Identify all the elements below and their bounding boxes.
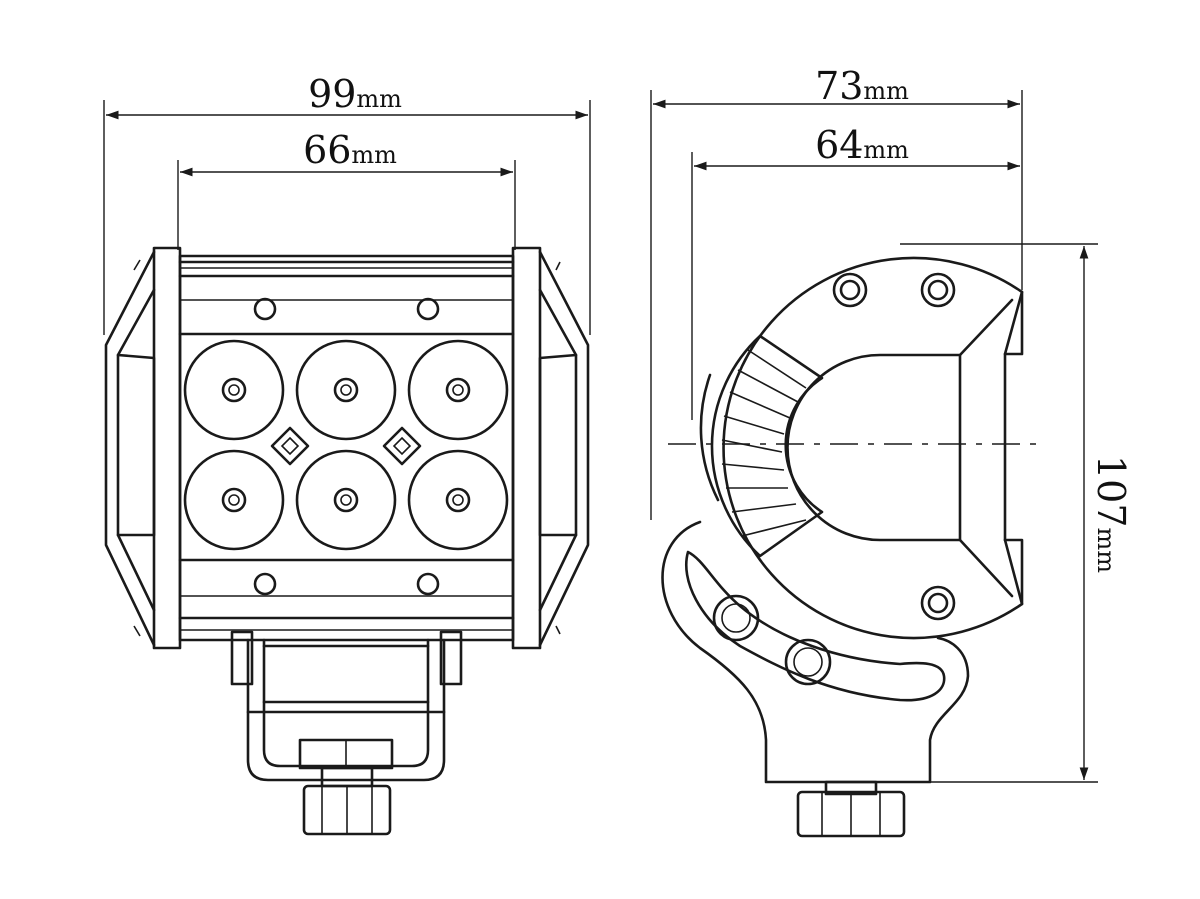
dimension-overall-depth: 73mm	[653, 64, 1020, 109]
dim-value: 66	[303, 128, 351, 172]
led-lens	[183, 339, 285, 441]
svg-text:64mm: 64mm	[815, 123, 909, 167]
led-lens	[407, 449, 509, 551]
svg-text:107mm: 107mm	[1089, 455, 1133, 573]
svg-text:99mm: 99mm	[308, 72, 402, 116]
mount-bracket	[230, 630, 463, 782]
side-mount-bracket	[661, 520, 970, 784]
side-view: 73mm 64mm 107mm	[650, 64, 1133, 838]
dim-value: 107	[1089, 455, 1133, 528]
housing	[178, 254, 515, 642]
dimension-overall-width: 99mm	[106, 72, 588, 120]
screw-heads	[253, 297, 440, 596]
side-screws	[832, 272, 956, 621]
led-lens	[407, 339, 509, 441]
svg-text:66mm: 66mm	[303, 128, 397, 172]
dim-value: 73	[815, 64, 863, 108]
dim-value: 99	[308, 72, 356, 116]
led-lenses	[183, 339, 509, 551]
front-view: 99mm 66mm	[103, 72, 591, 836]
right-bracket	[511, 246, 590, 650]
side-nut	[796, 780, 906, 838]
side-housing	[722, 256, 1024, 640]
dim-unit: mm	[351, 141, 397, 169]
dim-unit: mm	[863, 136, 909, 164]
dim-value: 64	[815, 123, 863, 167]
dimension-overall-height: 107mm	[1079, 246, 1133, 780]
left-bracket	[104, 246, 182, 650]
nut	[302, 766, 392, 836]
dimension-lens-width: 66mm	[180, 128, 513, 177]
dimension-housing-depth: 64mm	[694, 123, 1020, 171]
dim-unit: mm	[863, 77, 909, 105]
heatsink-fins	[699, 334, 824, 558]
dim-unit: mm	[1092, 528, 1120, 574]
led-lens	[295, 449, 397, 551]
svg-text:73mm: 73mm	[815, 64, 909, 108]
diamond-markers	[270, 426, 422, 466]
dim-unit: mm	[356, 85, 402, 113]
led-lens	[295, 339, 397, 441]
led-lens	[183, 449, 285, 551]
